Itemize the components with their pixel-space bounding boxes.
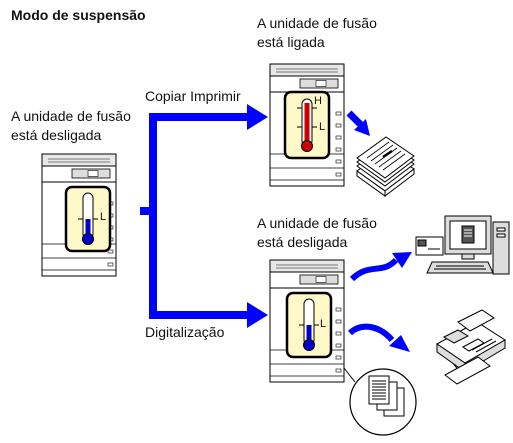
thermometer-bottom-bulb <box>303 339 315 351</box>
state-scan-line1: A unidade de fusão <box>257 215 377 231</box>
thermometer-bottom-low-label: L <box>320 318 327 330</box>
flow-arrows <box>140 104 268 328</box>
print-output-arrow <box>346 110 370 136</box>
thermometer-left-level <box>85 219 91 235</box>
copy-print-label: Copiar Imprimir <box>145 88 241 104</box>
state-scan-line2: está desligada <box>257 234 348 250</box>
copier-bottom <box>269 259 345 383</box>
thermometer-top-bulb <box>301 140 313 152</box>
thermometer-left-low-label: L <box>100 211 107 223</box>
document-stack-icon <box>368 375 405 417</box>
fax-machine-icon <box>436 309 506 385</box>
state-on-line1: A unidade de fusão <box>257 15 377 31</box>
scan-label: Digitalização <box>145 324 225 340</box>
state-on-line2: está ligada <box>257 34 325 50</box>
scanned-documents-callout <box>343 367 417 436</box>
computer-icon <box>415 215 510 275</box>
copier-left <box>41 153 117 277</box>
state-off-line1: A unidade de fusão <box>11 108 131 124</box>
send-to-fax-arrow <box>347 323 410 352</box>
copier-top <box>269 63 345 187</box>
send-to-pc-arrow <box>349 252 412 282</box>
printed-paper-stack-icon <box>356 136 415 198</box>
thermometer-top-high-label: H <box>314 95 322 107</box>
thermometer-top-low-label: L <box>319 121 326 133</box>
thermometer-top-level <box>304 103 310 146</box>
thermometer-left-bulb <box>82 233 94 245</box>
thermometer-bottom-level <box>306 325 312 341</box>
state-off-line2: está desligada <box>11 127 102 143</box>
diagram-title: Modo de suspensão <box>11 7 146 23</box>
